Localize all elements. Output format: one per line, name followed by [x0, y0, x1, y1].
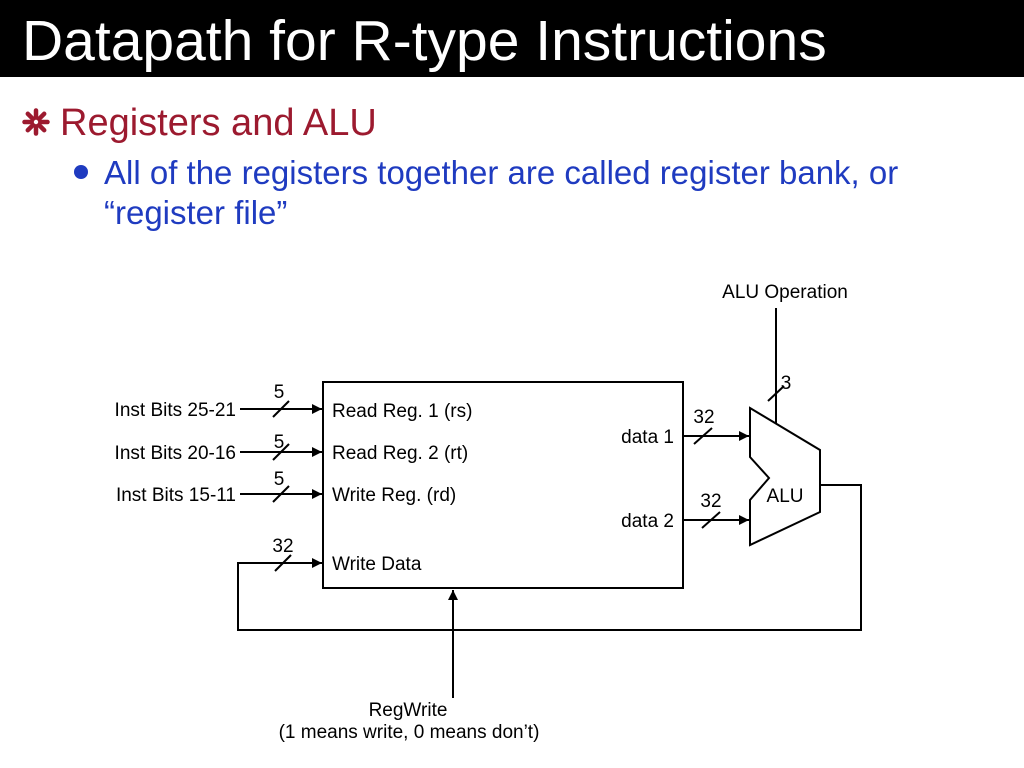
bus-width-slash — [272, 443, 290, 461]
sub-bullet-text: All of the registers together are called… — [104, 154, 899, 231]
bus-width-label: 32 — [700, 491, 721, 512]
inst-bits-25-21-label: Inst Bits 25-21 — [115, 400, 236, 421]
alu-result-feedback-wire — [237, 484, 862, 631]
bus-width-label: 5 — [274, 432, 285, 453]
bus-width-label: 3 — [781, 373, 792, 394]
regwrite-note: (1 means write, 0 means don’t) — [279, 722, 540, 743]
inst-bits-15-11-label: Inst Bits 15-11 — [116, 485, 236, 506]
alu-label: ALU — [767, 486, 804, 507]
bullet-text: Registers and ALU — [60, 102, 377, 144]
data-2-port-label: data 2 — [621, 511, 674, 532]
bus-width-slash — [274, 554, 292, 572]
bus-width-slash — [701, 511, 721, 529]
read-reg-1-port-label: Read Reg. 1 (rs) — [332, 401, 472, 422]
data-1-port-label: data 1 — [621, 427, 674, 448]
bus-width-label: 32 — [693, 407, 714, 428]
alu-operation-label: ALU Operation — [722, 282, 848, 303]
slide-title: Datapath for R-type Instructions — [22, 9, 827, 73]
bus-width-label: 32 — [272, 536, 293, 557]
bus-width-slash — [767, 385, 785, 402]
title-bar: Datapath for R-type Instructions — [0, 0, 1024, 77]
alu-shape — [749, 406, 821, 547]
register-file-box — [322, 381, 684, 589]
bus-width-slash — [693, 427, 713, 445]
regwrite-label: RegWrite — [369, 700, 448, 721]
write-reg-port-label: Write Reg. (rd) — [332, 485, 456, 506]
bus-width-label: 5 — [274, 469, 285, 490]
read-reg-2-port-label: Read Reg. 2 (rt) — [332, 443, 468, 464]
bus-width-label: 5 — [274, 382, 285, 403]
bus-width-slash — [272, 400, 290, 418]
dot-bullet-icon — [74, 165, 88, 179]
inst-bits-20-16-label: Inst Bits 20-16 — [115, 443, 236, 464]
bus-width-slash — [272, 485, 290, 503]
write-data-port-label: Write Data — [332, 554, 422, 575]
asterisk-bullet-icon — [22, 108, 50, 136]
